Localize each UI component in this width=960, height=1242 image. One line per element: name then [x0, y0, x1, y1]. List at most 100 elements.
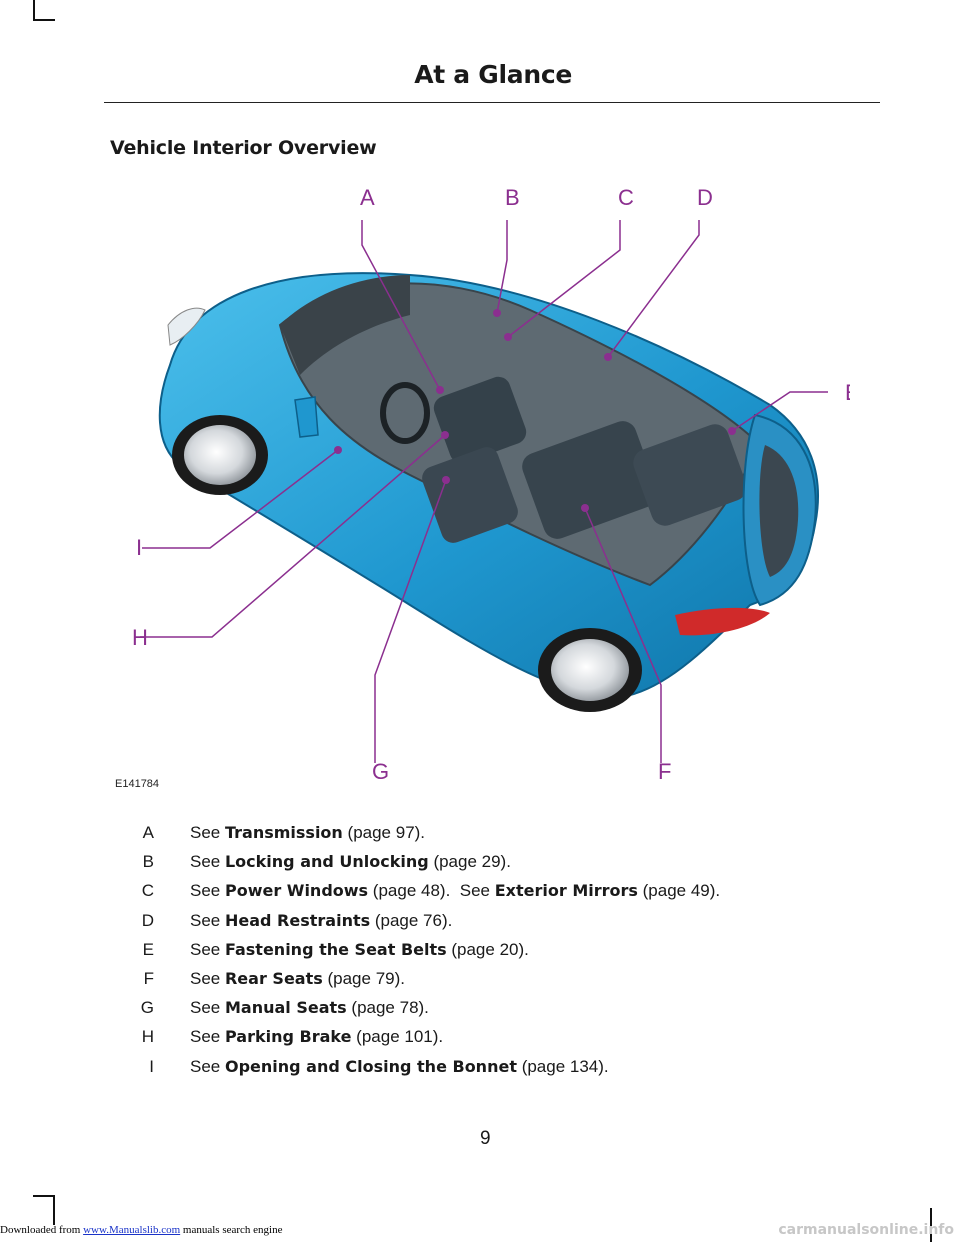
legend-reference-title: Fastening the Seat Belts [224, 939, 447, 959]
legend-text: See Manual Seats (page 78). [190, 993, 429, 1022]
callout-label: G [372, 759, 389, 784]
callout-line [507, 220, 621, 338]
legend-reference-title: Opening and Closing the Bonnet [224, 1056, 517, 1076]
legend-reference-title: Locking and Unlocking [224, 852, 429, 872]
callout-line [607, 220, 700, 358]
legend-letter: D [141, 910, 154, 930]
legend-row: I See Opening and Closing the Bonnet (pag… [120, 1052, 880, 1081]
callout-label: C [618, 185, 634, 210]
legend-separator: See [450, 881, 495, 901]
crop-mark-top-left [33, 0, 35, 20]
page-subtitle: Vehicle Interior Overview [110, 137, 377, 159]
legend-text: See Opening and Closing the Bonnet (page… [190, 1052, 609, 1081]
legend-prefix: See [190, 881, 225, 901]
legend-reference-title: Transmission [224, 823, 343, 842]
callout-group: A B C D E F G H I [132, 185, 850, 784]
legend-reference-title: Parking Brake [224, 1027, 352, 1047]
callout-label: I [136, 535, 142, 560]
callout-label: H [132, 625, 148, 650]
callout-dot [442, 476, 450, 484]
legend-letter: B [142, 852, 154, 872]
callout-dot [728, 427, 736, 435]
crop-mark-bottom-left [33, 1195, 55, 1197]
tail-light [675, 607, 770, 636]
legend-row: D See Head Restraints (page 76). [120, 906, 880, 935]
tailgate [742, 413, 817, 607]
side-mirror [294, 396, 319, 438]
callout-dot [604, 353, 612, 361]
legend-letter: I [149, 1056, 154, 1076]
legend-letter: E [142, 939, 154, 959]
callout-label: D [697, 185, 713, 210]
callout-dot [436, 386, 444, 394]
front-wheel [172, 415, 268, 495]
callout-line [496, 220, 508, 314]
legend-page-reference: (page 76). [370, 910, 453, 930]
legend-row: F See Rear Seats (page 79). [120, 964, 880, 993]
legend-text: See Transmission (page 97). [190, 818, 425, 847]
legend-text: See Rear Seats (page 79). [190, 964, 405, 993]
legend-row: H See Parking Brake (page 101). [120, 1022, 880, 1051]
legend-letter: F [143, 968, 154, 988]
legend-page-reference: (page 78). [346, 998, 429, 1018]
legend-letter: H [141, 1027, 154, 1047]
rear-seats [522, 421, 747, 539]
legend-text: See Head Restraints (page 76). [190, 906, 452, 935]
legend-letter: G [140, 998, 154, 1018]
legend-row: A See Transmission (page 97). [120, 818, 880, 847]
legend-reference-title: Rear Seats [224, 968, 323, 988]
rear-wheel [538, 628, 642, 712]
legend-reference-title: Manual Seats [224, 998, 347, 1018]
legend-prefix: See [190, 1027, 225, 1047]
callout-line [142, 449, 339, 549]
steering-wheel-icon [380, 382, 430, 444]
callout-dot [504, 333, 512, 341]
vehicle-interior-illustration: A B C D E F G H I E141784 [115, 185, 850, 790]
footer-downloaded-from: Downloaded from [0, 1224, 81, 1236]
watermark: carmanualsonline.info [778, 1222, 954, 1238]
legend-reference-title: Head Restraints [224, 910, 371, 930]
crop-mark-bottom-left [53, 1195, 55, 1225]
footer-tagline: manuals search engine [182, 1224, 283, 1236]
callout-line [584, 507, 662, 763]
legend-prefix: See [190, 998, 225, 1018]
crop-mark-top-left [33, 19, 55, 21]
callout-line [361, 220, 441, 391]
manualslib-link[interactable]: www.Manualslib.com [83, 1224, 181, 1236]
page-number: 9 [480, 1128, 491, 1149]
legend-reference-title: Power Windows [224, 881, 369, 901]
callout-label: E [845, 380, 850, 405]
callout-line [374, 479, 447, 763]
legend-page-reference: (page 97). [342, 823, 426, 842]
legend-prefix: See [190, 852, 225, 872]
callout-dot [493, 309, 501, 317]
legend-page-reference: (page 48). [368, 881, 451, 901]
callout-dot [441, 431, 449, 439]
callout-dot [581, 504, 589, 512]
legend-letter: A [142, 823, 154, 842]
legend-page-reference: (page 49). [637, 881, 721, 901]
legend-prefix: See [190, 968, 225, 988]
header-rule [104, 102, 880, 103]
callout-dot [334, 446, 342, 454]
crop-mark-bottom-right [930, 1208, 932, 1242]
section-title: At a Glance [414, 60, 572, 89]
legend-page-reference: (page 20). [446, 939, 529, 959]
legend-prefix: See [190, 939, 225, 959]
legend-letter: C [141, 881, 154, 901]
front-seats [422, 376, 527, 543]
footer: Downloaded from www.Manualslib.com manua… [0, 1224, 282, 1236]
callout-label: B [505, 185, 520, 210]
legend-prefix: See [190, 1056, 225, 1076]
legend-row: C See Power Windows (page 48). See Exteri… [120, 876, 880, 905]
legend-reference-title: Exterior Mirrors [494, 881, 638, 901]
callout-line [140, 434, 446, 638]
legend-page-reference: (page 101). [351, 1027, 444, 1047]
callout-label: F [658, 759, 671, 784]
legend-page-reference: (page 134). [516, 1056, 609, 1076]
headlight [167, 307, 206, 346]
legend-text: See Power Windows (page 48). See Exterio… [190, 876, 720, 905]
callout-label: A [360, 185, 375, 210]
figure-code: E141784 [115, 778, 159, 790]
